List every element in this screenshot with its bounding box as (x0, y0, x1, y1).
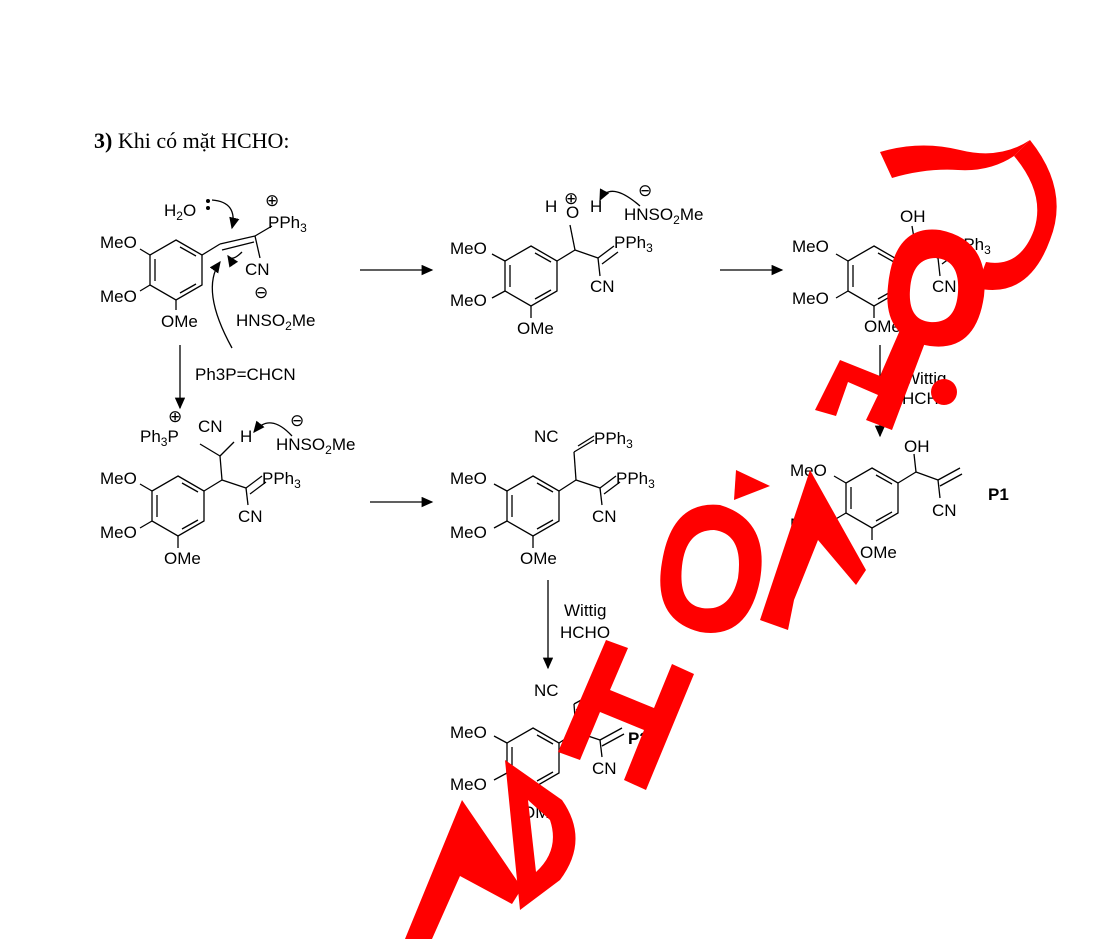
molecule-2: MeO MeO OMe PPh3 CN H O ⊕ H ⊖ HNSO2Me (450, 181, 703, 338)
meo-label: MeO (450, 523, 487, 542)
ome-label: OMe (520, 549, 557, 568)
meo-label: MeO (100, 287, 137, 306)
hnso2me-label: HNSO2Me (236, 311, 315, 333)
pph3-label: PPh3 (616, 469, 655, 491)
meo-label: MeO (100, 523, 137, 542)
ome-label: OMe (161, 312, 198, 331)
cn-label: CN (592, 759, 617, 778)
hnso2me-label: HNSO2Me (276, 435, 355, 457)
product-p1: MeO MeO OMe OH CN P1 (790, 437, 1009, 562)
meo-label: MeO (450, 291, 487, 310)
plus-charge-icon: ⊕ (265, 191, 279, 210)
water-label: H2O (164, 201, 196, 223)
h-label: H (240, 427, 252, 446)
product-p2: MeO MeO OMe NC CN P2 (450, 681, 649, 822)
cn-label: CN (932, 277, 957, 296)
pph3-label: PPh3 (614, 233, 653, 255)
plus-charge-icon: ⊕ (564, 189, 578, 208)
meo-label: MeO (100, 233, 137, 252)
minus-charge-icon: ⊖ (290, 411, 304, 430)
meo-label: MeO (450, 723, 487, 742)
pph3-label: PPh3 (262, 469, 301, 491)
ome-label: OMe (860, 543, 897, 562)
meo-label: MeO (790, 461, 827, 480)
minus-charge-icon: ⊖ (638, 181, 652, 200)
section-title: Khi có mặt HCHO: (117, 128, 290, 153)
cn-label: CN (238, 507, 263, 526)
molecule-3: MeO MeO OMe PPh3 CN OH (792, 207, 991, 336)
h-label: H (545, 197, 557, 216)
wittig-label: Wittig (564, 601, 607, 620)
hcho-label: HCHO (560, 623, 610, 642)
section-heading: 3) Khi có mặt HCHO: (94, 128, 290, 154)
ph3p-label: Ph3P (140, 427, 179, 449)
meo-label: MeO (792, 289, 829, 308)
meo-label: MeO (100, 469, 137, 488)
cn-label: CN (590, 277, 615, 296)
cn-label: CN (932, 501, 957, 520)
h-label: H (590, 197, 602, 216)
pph3-label: PPh3 (594, 429, 633, 451)
meo-label: MeO (450, 775, 487, 794)
oh-label: OH (904, 437, 930, 456)
nc-label: NC (534, 427, 559, 446)
oxonium-label: O (566, 203, 579, 222)
ylide-reagent-label: Ph3P=CHCN (195, 365, 296, 384)
watermark-logo (405, 140, 1057, 939)
meo-label: MeO (450, 239, 487, 258)
meo-label: MeO (792, 237, 829, 256)
ome-label: OMe (864, 317, 901, 336)
cn-label: CN (245, 260, 270, 279)
ome-label: OMe (517, 319, 554, 338)
cn-label: CN (592, 507, 617, 526)
molecule-4: MeO MeO OMe PPh3 CN Ph3P ⊕ CN H ⊖ HNSO2M… (100, 407, 355, 568)
molecule-5: MeO MeO OMe NC PPh3 PPh3 CN (450, 427, 655, 568)
plus-charge-icon: ⊕ (168, 407, 182, 426)
nc-label: NC (534, 681, 559, 700)
hnso2me-label: HNSO2Me (624, 205, 703, 227)
minus-charge-icon: ⊖ (254, 283, 268, 302)
product-p1-label: P1 (988, 485, 1009, 504)
molecule-1: MeO MeO OMe PPh3 ⊕ CN ⊖ HNSO2Me H2O (100, 191, 315, 349)
section-number: 3) (94, 128, 113, 153)
ome-label: OMe (164, 549, 201, 568)
oh-label: OH (900, 207, 926, 226)
cn-label: CN (198, 417, 223, 436)
pph3-label: PPh3 (268, 213, 307, 235)
meo-label: MeO (450, 469, 487, 488)
